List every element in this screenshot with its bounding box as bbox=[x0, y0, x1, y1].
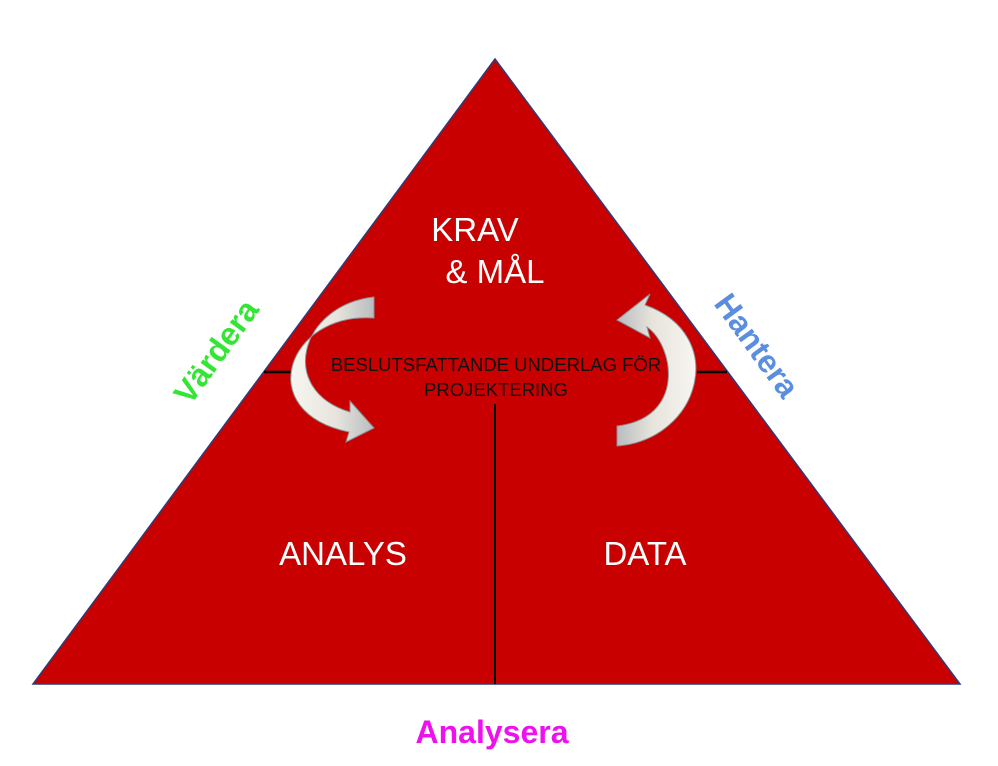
center-label-line1: BESLUTSFATTANDE UNDERLAG FÖR bbox=[331, 354, 661, 375]
left-curved-arrow-icon bbox=[290, 296, 375, 443]
edge-label-analysera: Analysera bbox=[416, 714, 569, 750]
section-label-analys: ANALYS bbox=[279, 535, 407, 572]
section-label-data: DATA bbox=[603, 535, 686, 572]
center-label-line2: PROJEKTERING bbox=[424, 379, 568, 400]
apex-label-mal: & MÅL bbox=[445, 253, 544, 290]
apex-label-krav: KRAV bbox=[431, 211, 518, 248]
right-curved-arrow-icon bbox=[616, 293, 697, 447]
